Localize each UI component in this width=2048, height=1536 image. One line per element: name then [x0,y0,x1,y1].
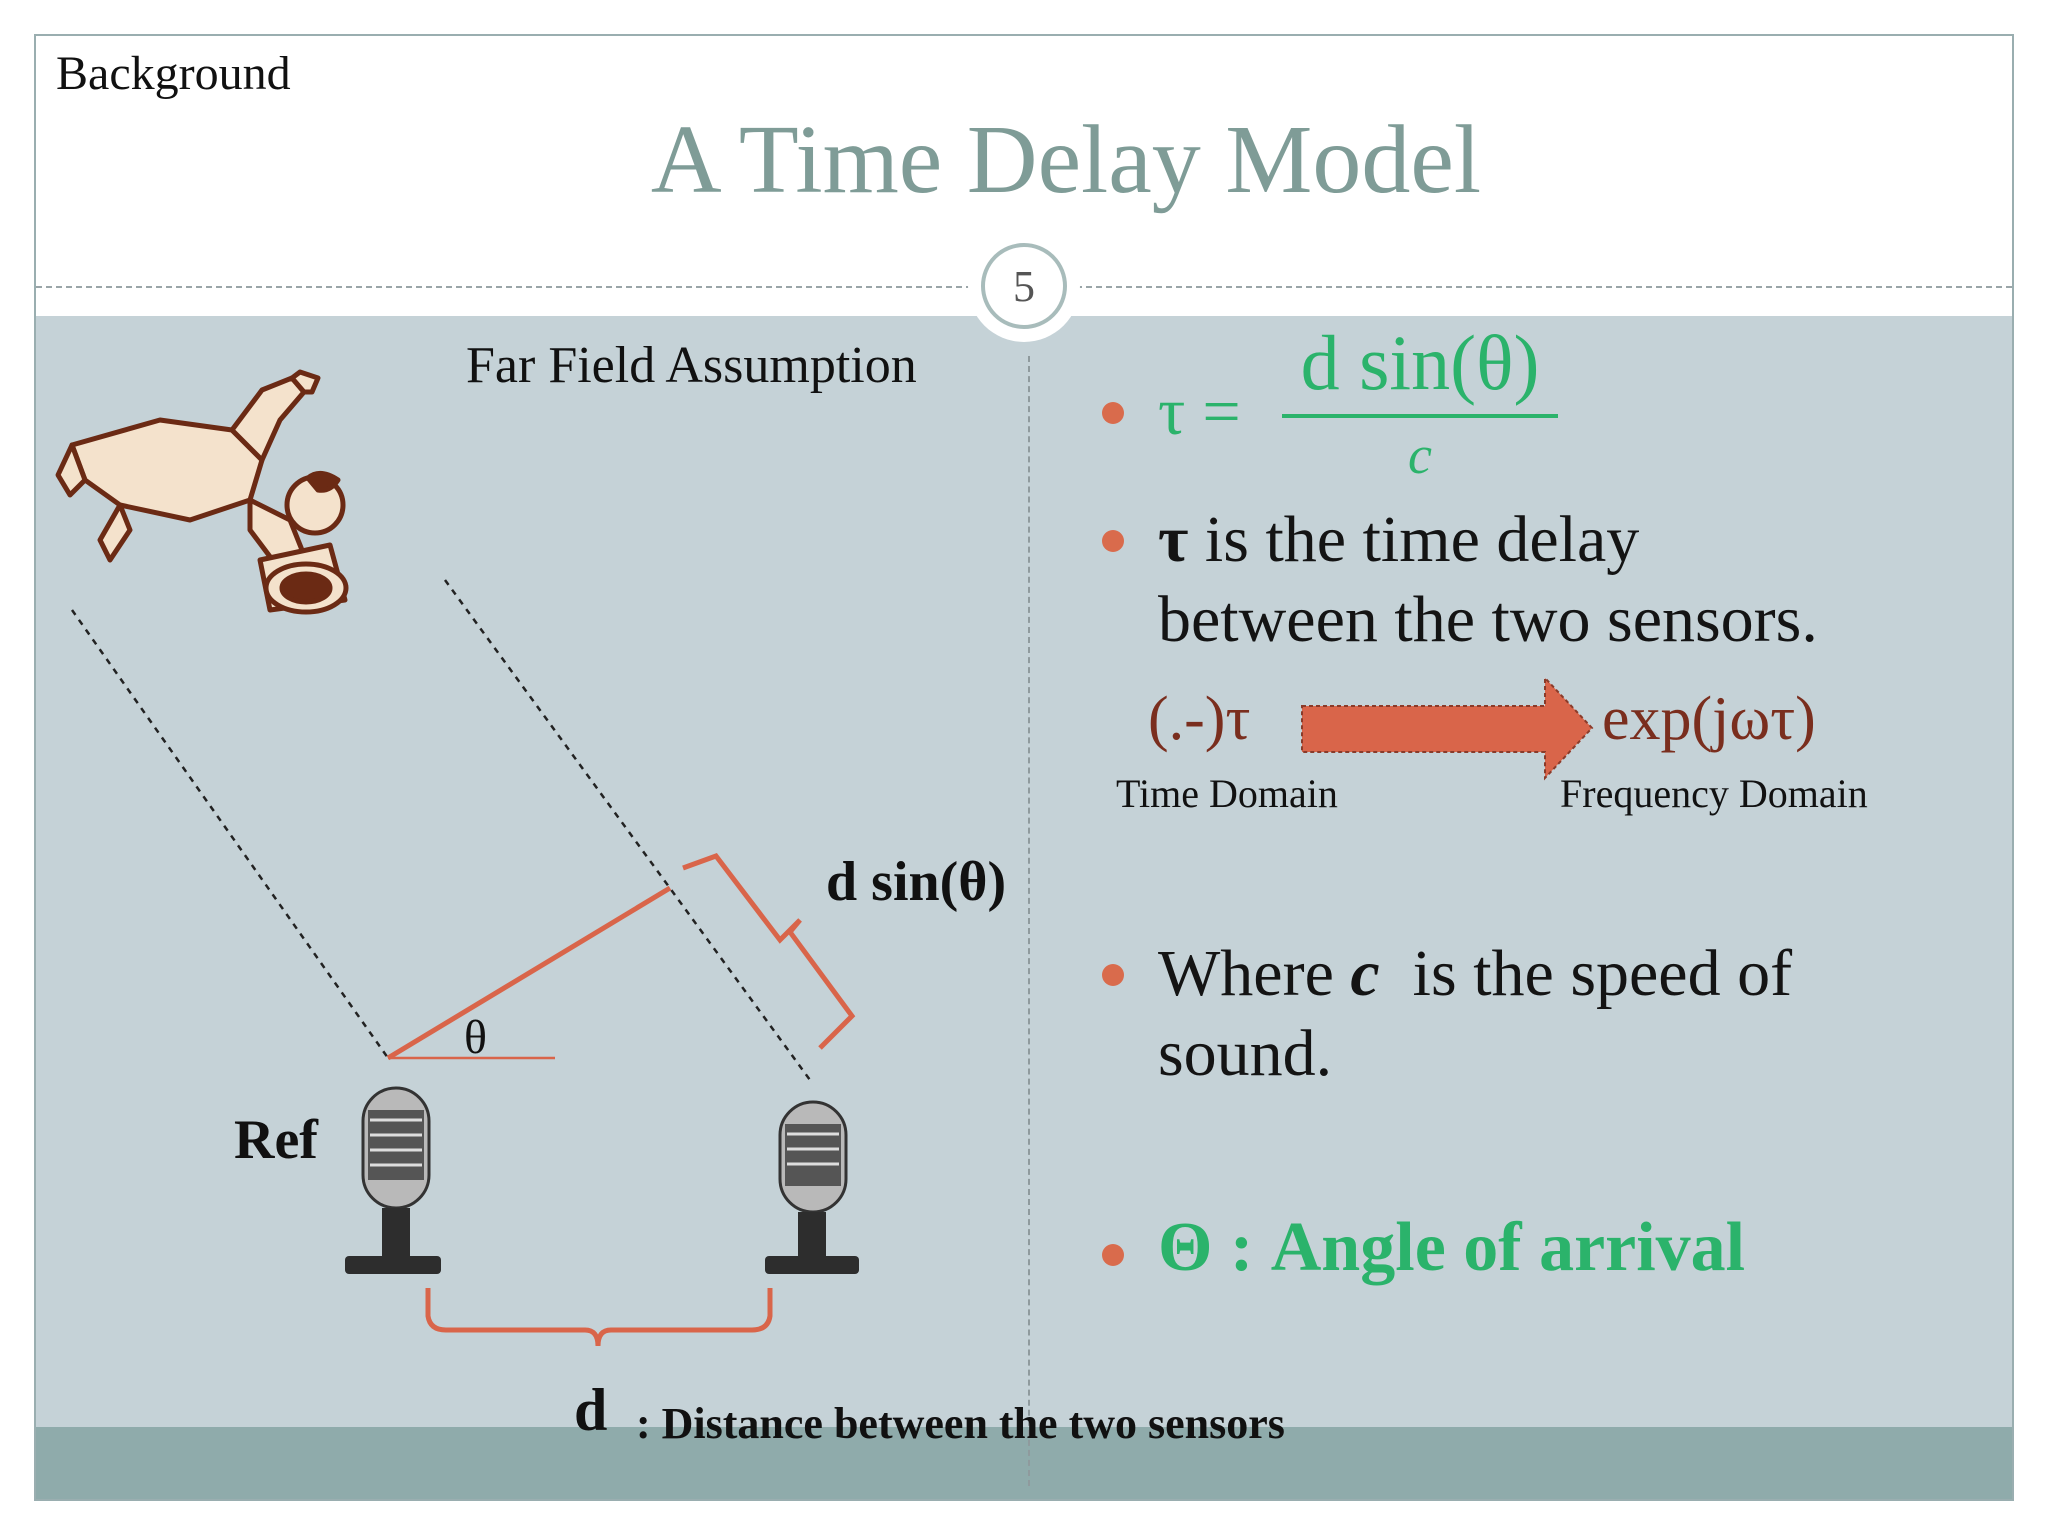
tau-equals: τ = [1158,373,1241,449]
bullet-2-line-2: between the two sensors. [1158,583,1818,656]
dsin-brace [682,853,856,1050]
d-caption: : Distance between the two sensors [636,1399,1285,1448]
bullet-2-text: is the time delay [1204,503,1640,576]
ref-microphone-icon [345,1086,441,1274]
section-label: Background [56,47,291,100]
wavefront-line-ref [70,609,390,1059]
time-expression: (.-)τ [1148,685,1251,753]
tau-symbol: τ [1158,503,1189,576]
fraction-numerator: d sin(θ) [1300,319,1540,406]
dsin-segment [386,885,672,1061]
bullet-3 [1102,964,1124,986]
frequency-expression: exp(jωτ) [1602,685,1816,753]
speed-text: is the speed of [1412,937,1793,1010]
page-number: 5 [981,243,1067,329]
d-brace [425,1288,773,1347]
time-domain-caption: Time Domain [1116,771,1338,816]
d-label: d [574,1377,608,1443]
second-microphone-icon [765,1100,859,1274]
angle-of-arrival-text: Θ : Angle of arrival [1158,1209,1746,1286]
bullet-2-line-1: τ is the time delay [1158,500,1639,580]
frequency-domain-caption: Frequency Domain [1560,771,1868,816]
bullet-3-line-1: Where c is the speed of [1158,934,1792,1014]
fraction-denominator: c [1408,425,1432,485]
bullet-1 [1102,402,1124,424]
content-background [36,316,2012,1471]
ref-label: Ref [234,1109,318,1171]
wavefront-line-second [443,579,812,1081]
transform-arrow-icon [1301,675,1594,781]
theta-label: θ [464,1011,487,1064]
slide-title: A Time Delay Model [650,106,1482,214]
bullet-4 [1102,1244,1124,1266]
far-field-label: Far Field Assumption [466,337,917,394]
where-word: Where [1158,937,1334,1010]
page-number-badge: 5 [968,230,1080,342]
bullet-2 [1102,530,1124,552]
c-symbol: c [1350,937,1380,1010]
dsin-label: d sin(θ) [826,851,1007,913]
column-divider [1028,356,1030,1486]
footer-band [36,1427,2012,1499]
speaker-with-megaphone-icon [55,369,349,615]
bullet-3-line-2: sound. [1158,1017,1333,1090]
